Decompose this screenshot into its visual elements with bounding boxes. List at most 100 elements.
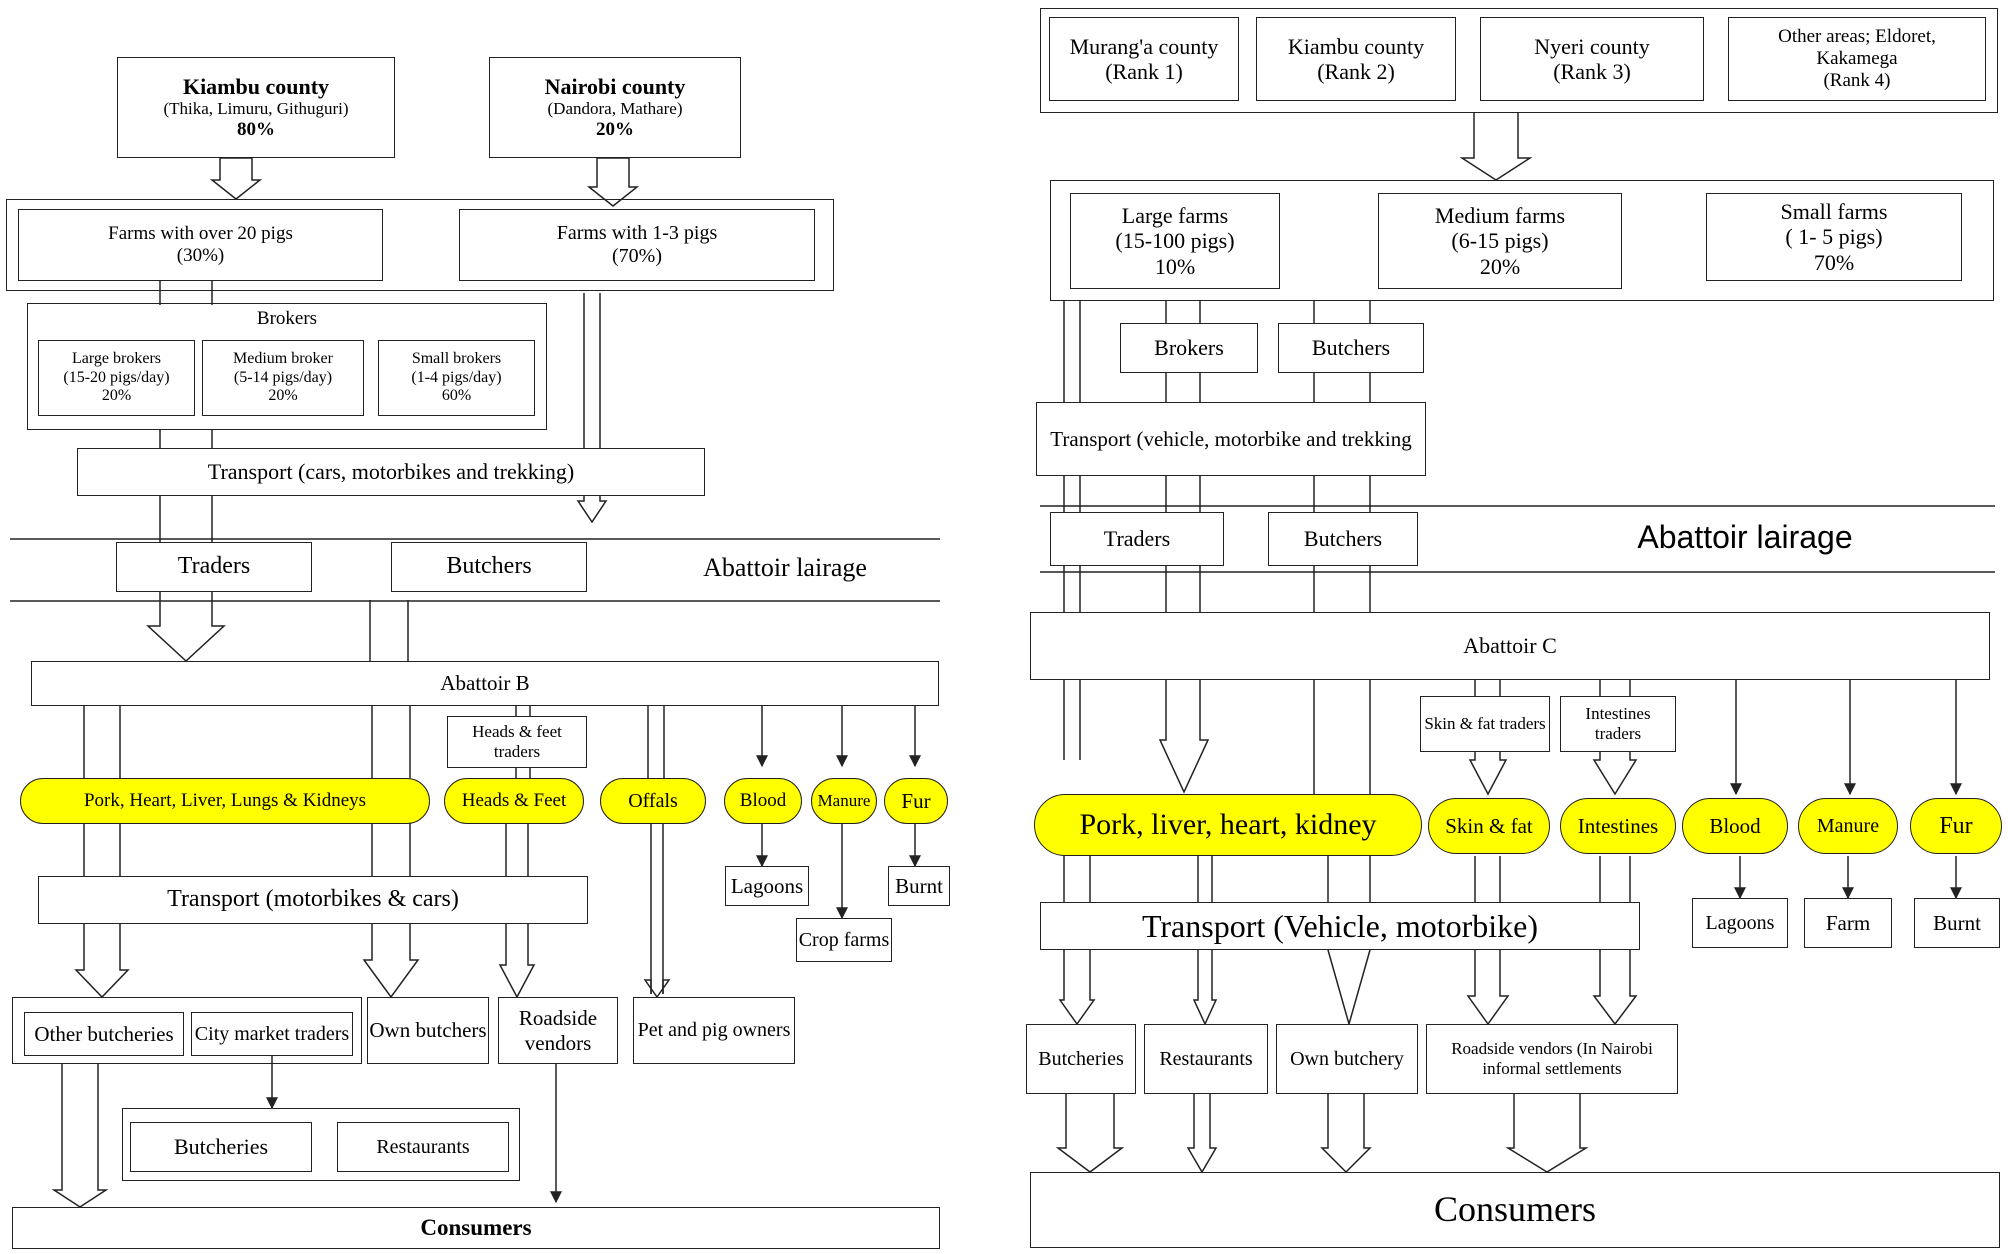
nyeri-box: Nyeri county (Rank 3) xyxy=(1480,17,1704,101)
other-butcheries-box: Other butcheries xyxy=(24,1012,184,1056)
product-intestines: Intestines xyxy=(1560,798,1676,854)
farms-1-3-box: Farms with 1-3 pigs (70%) xyxy=(459,209,815,281)
pet-owners-label: Pet and pig owners xyxy=(637,1019,791,1041)
small-farms-pct: 70% xyxy=(1813,249,1855,275)
city-outlets-frame xyxy=(122,1108,520,1181)
small-brokers-box: Small brokers (1-4 pigs/day) 60% xyxy=(378,340,535,416)
farms-1-3-label: Farms with 1-3 pigs xyxy=(556,222,718,244)
other-areas-box: Other areas; Eldoret, Kakamega (Rank 4) xyxy=(1728,17,1986,101)
small-brokers-name: Small brokers xyxy=(411,350,502,368)
arrow-small-farms-lairage xyxy=(576,293,608,524)
butchers-r-top-box: Butchers xyxy=(1278,323,1424,373)
traders-r-label: Traders xyxy=(1103,526,1171,552)
butcheries-r-label: Butcheries xyxy=(1038,1047,1124,1070)
kiambu-sub: (Thika, Limuru, Githuguri) xyxy=(163,99,349,119)
arrow-transport-other-butcheries xyxy=(74,924,130,999)
consumers-r-label: Consumers xyxy=(1434,1189,1596,1230)
large-brokers-pct: 20% xyxy=(101,387,132,405)
arrow-offals-pet xyxy=(643,979,671,999)
arrow-own-consumers-r xyxy=(1320,1094,1372,1174)
nyeri-name: Nyeri county xyxy=(1534,33,1650,59)
arrow-abattoir-pork xyxy=(1158,680,1210,794)
kiambu-pct: 80% xyxy=(237,119,275,140)
small-brokers-rate: (1-4 pigs/day) xyxy=(411,368,502,386)
kiambu-r-name: Kiambu county xyxy=(1287,33,1425,59)
large-brokers-name: Large brokers xyxy=(72,350,161,368)
roadside-vendors-label: Roadside vendors xyxy=(518,1006,598,1055)
product-blood-r: Blood xyxy=(1682,798,1788,854)
consumers-box: Consumers xyxy=(12,1207,940,1249)
small-brokers-pct: 60% xyxy=(441,387,472,405)
traders-r-box: Traders xyxy=(1050,512,1224,566)
lagoons-label: Lagoons xyxy=(730,873,804,898)
intestine-traders-label: Intestines traders xyxy=(1585,704,1651,743)
transport-2-box: Transport (motorbikes & cars) xyxy=(38,876,588,924)
farms-over-20-pct: (30%) xyxy=(176,245,225,266)
own-butchers-label: Own butchers xyxy=(369,1018,487,1043)
farms-over-20-label: Farms with over 20 pigs xyxy=(108,223,293,245)
transport-r2-label: Transport (Vehicle, motorbike) xyxy=(1141,907,1539,944)
crop-farms-label: Crop farms xyxy=(798,928,890,951)
medium-farms-range: (6-15 pigs) xyxy=(1451,228,1549,254)
other-areas-name2: Kakamega xyxy=(1816,48,1898,70)
arrow-skin-traders xyxy=(1468,752,1508,796)
arrow-transport-roadside xyxy=(498,924,536,999)
butchers-r-lair-label: Butchers xyxy=(1303,526,1383,552)
farms-1-3-pct: (70%) xyxy=(612,245,662,267)
brokers-r-box: Brokers xyxy=(1120,323,1258,373)
arrow-transport-own-butchers xyxy=(362,924,420,999)
arrow-tr-own xyxy=(1327,949,1371,1027)
farm-r-box: Farm xyxy=(1804,898,1892,948)
arrow-butcheries-consumers-r xyxy=(1055,1094,1125,1173)
farm-r-label: Farm xyxy=(1825,910,1871,935)
traders-label: Traders xyxy=(177,553,251,580)
transport-r2-box: Transport (Vehicle, motorbike) xyxy=(1040,902,1640,950)
nairobi-county-box: Nairobi county (Dandora, Mathare) 20% xyxy=(489,57,741,158)
kiambu-title: Kiambu county xyxy=(182,74,330,100)
abattoir-lairage-label: Abattoir lairage xyxy=(703,553,867,582)
own-butchery-r-label: Own butchery xyxy=(1290,1047,1404,1070)
product-heads-feet: Heads & Feet xyxy=(444,778,584,824)
medium-broker-box: Medium broker (5-14 pigs/day) 20% xyxy=(202,340,364,416)
muranga-box: Murang'a county (Rank 1) xyxy=(1049,17,1239,101)
arrow-kiambu-farms xyxy=(209,157,263,200)
roadside-vendors-box: Roadside vendors xyxy=(498,997,618,1064)
medium-farms-pct: 20% xyxy=(1479,253,1521,279)
medium-farms-box: Medium farms (6-15 pigs) 20% xyxy=(1378,193,1622,289)
product-manure: Manure xyxy=(811,778,877,824)
abattoir-c-box: Abattoir C xyxy=(1030,612,1990,680)
large-farms-name: Large farms xyxy=(1121,203,1229,229)
traders-box: Traders xyxy=(116,542,312,592)
transport-2-label: Transport (motorbikes & cars) xyxy=(167,886,459,913)
large-brokers-rate: (15-20 pigs/day) xyxy=(63,368,170,386)
other-butcheries-label: Other butcheries xyxy=(34,1021,174,1046)
nairobi-title: Nairobi county xyxy=(544,74,686,100)
muranga-rank: (Rank 1) xyxy=(1105,59,1183,84)
consumers-r-box: Consumers xyxy=(1030,1172,2000,1248)
large-farms-pct: 10% xyxy=(1154,253,1196,279)
other-areas-name: Other areas; Eldoret, xyxy=(1778,26,1936,48)
arrow-intestine-traders xyxy=(1592,752,1638,796)
butcheries-box: Butcheries xyxy=(130,1122,312,1172)
brokers-r-label: Brokers xyxy=(1154,335,1224,361)
brokers-frame xyxy=(27,303,547,430)
product-offals: Offals xyxy=(600,778,706,824)
restaurants-r-label: Restaurants xyxy=(1159,1047,1253,1070)
large-farms-range: (15-100 pigs) xyxy=(1115,228,1235,254)
butchers-box: Butchers xyxy=(391,542,587,592)
arrow-roadside-consumers-r xyxy=(1505,1094,1589,1173)
product-manure-r: Manure xyxy=(1798,798,1898,854)
crop-farms-box: Crop farms xyxy=(796,918,892,962)
heads-feet-traders-box: Heads & feet traders xyxy=(447,716,587,768)
skin-traders-label: Skin & fat traders xyxy=(1424,714,1546,734)
kiambu-r-box: Kiambu county (Rank 2) xyxy=(1256,17,1456,101)
arrow-counties-farms xyxy=(1459,113,1533,181)
brokers-title: Brokers xyxy=(256,308,318,329)
arrow-butcheries-consumers xyxy=(51,1064,109,1208)
kiambu-county-box: Kiambu county (Thika, Limuru, Githuguri)… xyxy=(117,57,395,158)
butcheries-r-box: Butcheries xyxy=(1026,1024,1136,1094)
butcheries-label: Butcheries xyxy=(173,1134,269,1160)
counties-frame xyxy=(1040,8,1998,113)
